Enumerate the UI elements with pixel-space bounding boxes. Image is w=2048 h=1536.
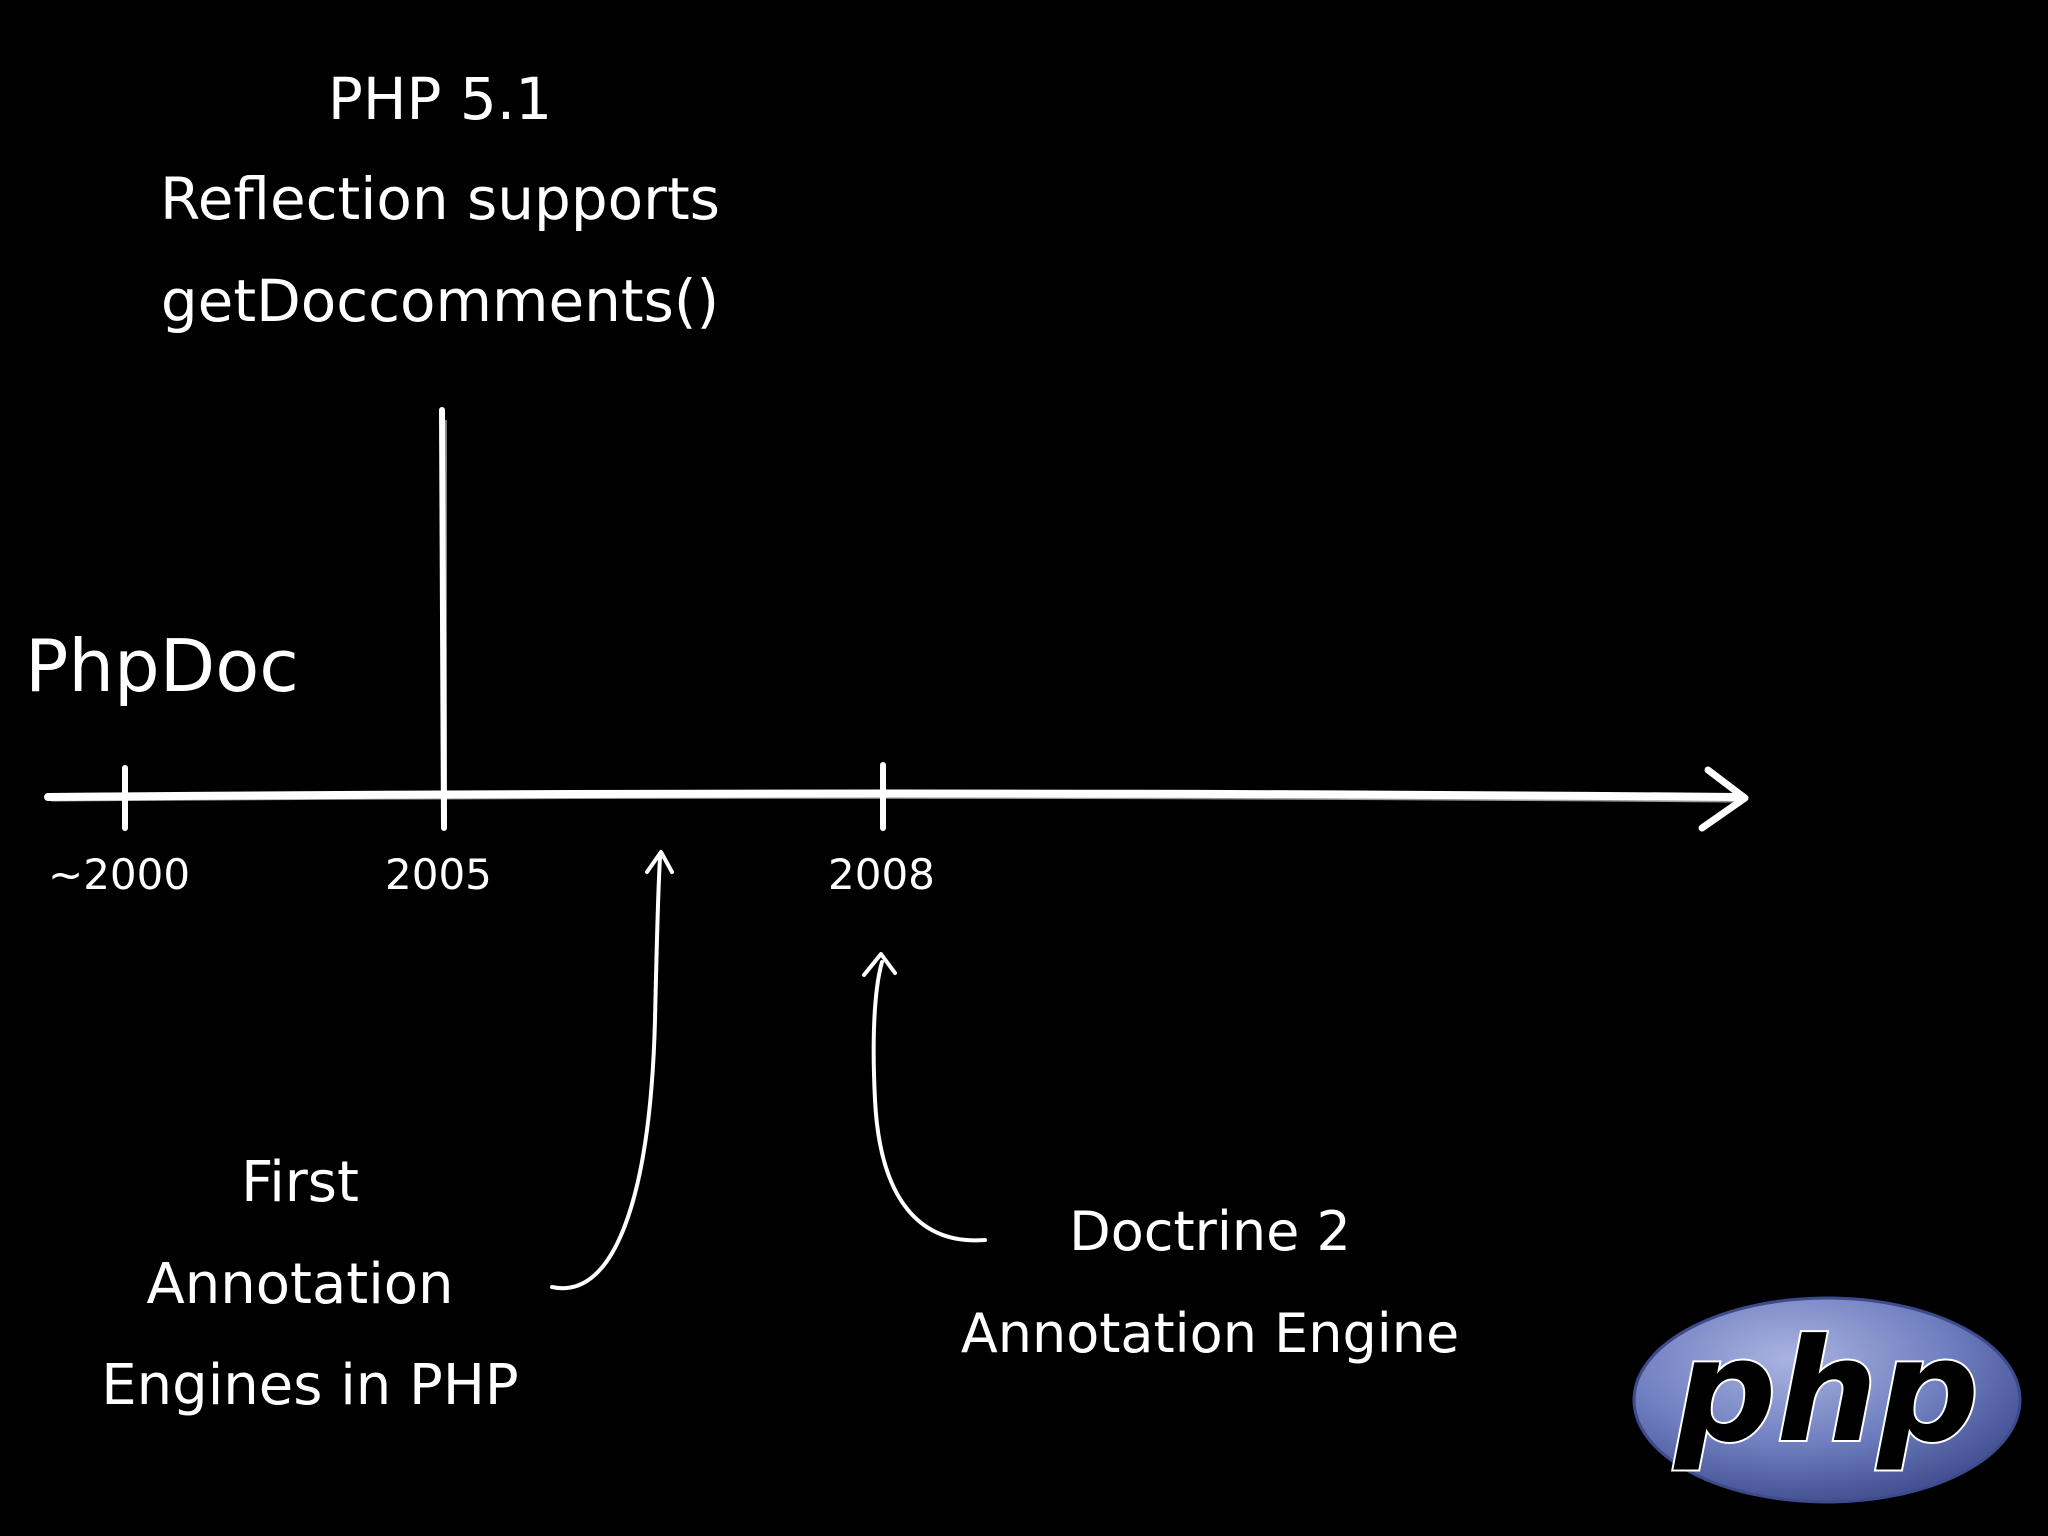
first-engines-line3: Engines in PHP xyxy=(101,1353,519,1418)
php51-description-line2: getDoccomments() xyxy=(160,267,720,335)
first-engines-arrowhead xyxy=(645,850,674,874)
timeline-axis xyxy=(44,789,1742,801)
tick-2005 xyxy=(439,407,447,831)
doctrine-line1: Doctrine 2 xyxy=(1069,1200,1351,1263)
first-engines-line1: First xyxy=(241,1150,359,1215)
php51-description-line1: Reflection supports xyxy=(160,165,720,233)
tick-label-2000: ~2000 xyxy=(48,850,191,899)
php51-title: PHP 5.1 xyxy=(327,65,553,133)
first-engines-line2: Annotation xyxy=(146,1252,454,1317)
tick-label-2008: 2008 xyxy=(828,850,935,899)
php-logo-ellipse xyxy=(1632,1296,2022,1504)
tick-label-2005: 2005 xyxy=(385,850,492,899)
php-logo: php xyxy=(1632,1296,2022,1504)
phpdoc-label: PhpDoc xyxy=(25,624,299,708)
php-logo-text: php xyxy=(1673,1309,1979,1474)
doctrine-arrow xyxy=(871,960,987,1243)
timeline-axis-shadow xyxy=(50,795,1737,803)
timeline-arrowhead xyxy=(1698,766,1749,832)
first-engines-arrow xyxy=(550,856,662,1291)
doctrine-line2: Annotation Engine xyxy=(960,1302,1460,1365)
doctrine-arrowhead xyxy=(862,952,897,977)
